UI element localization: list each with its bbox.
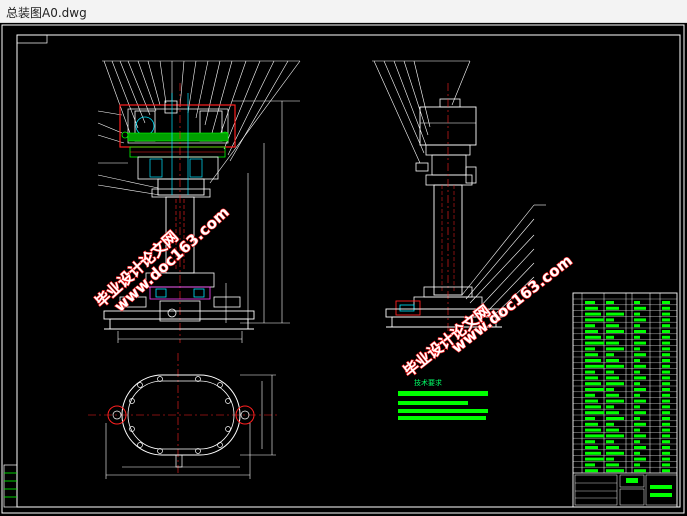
left-strip bbox=[3, 464, 18, 508]
watermark-text: 毕业设计论文网 bbox=[400, 302, 494, 381]
window-title: 总装图A0.dwg bbox=[6, 6, 87, 20]
drawing-frame bbox=[16, 34, 681, 508]
outer-border bbox=[1, 24, 685, 514]
parts-list-table bbox=[572, 292, 678, 508]
side-view bbox=[372, 60, 546, 341]
cad-drawing[interactable]: 技术要求 www.doc163.com毕业设计论文网www.doc163.com… bbox=[0, 23, 687, 516]
top-view bbox=[88, 353, 278, 479]
frame-code-box bbox=[16, 34, 48, 44]
notes-heading: 技术要求 bbox=[414, 378, 442, 387]
technical-notes: 技术要求 bbox=[398, 378, 488, 420]
watermark-text: www.doc163.com bbox=[448, 251, 576, 356]
front-view bbox=[97, 60, 301, 343]
window-titlebar: 总装图A0.dwg bbox=[0, 0, 687, 23]
